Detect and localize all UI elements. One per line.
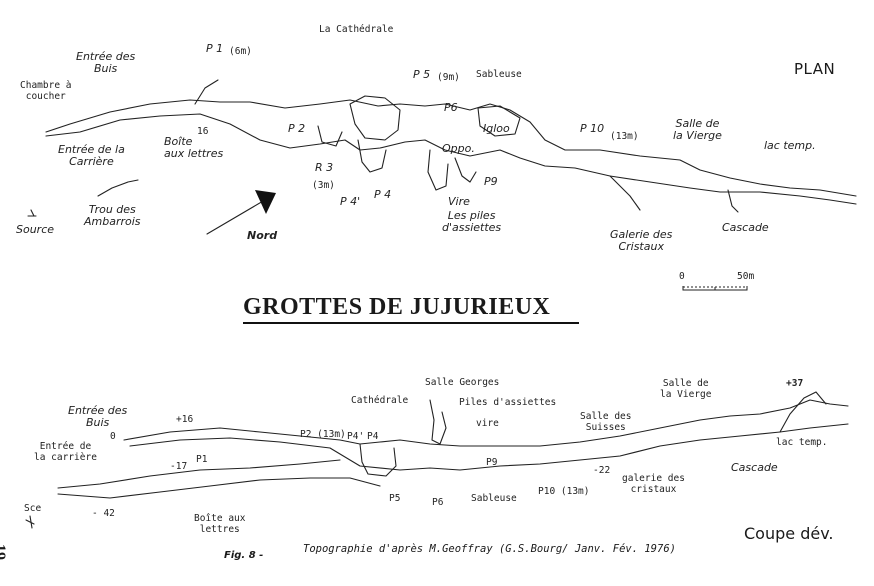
label-p2: P 2 xyxy=(288,122,306,135)
coupe-label-vire: vire xyxy=(476,418,499,429)
coupe-lower-gallery-top xyxy=(57,459,341,489)
label-chambre-a-coucher: Chambre à coucher xyxy=(20,80,72,102)
label-p6: P6 xyxy=(444,101,458,114)
coupe-label-plus16: +16 xyxy=(176,414,194,425)
coupe-chamber-cathedrale xyxy=(359,443,397,477)
coupe-label-boite-aux-lettres: Boîte aux lettres xyxy=(194,513,246,535)
coupe-label-p9: P9 xyxy=(486,457,498,468)
label-p1-depth: (6m) xyxy=(229,46,252,57)
coupe-upper-gallery-top xyxy=(123,399,849,447)
label-oppo: Oppo. xyxy=(442,142,475,155)
label-la-cathedrale: La Cathédrale xyxy=(319,24,394,35)
label-boite-aux-lettres: Boîte aux lettres xyxy=(164,135,224,160)
label-p9: P9 xyxy=(484,175,498,188)
label-depth-16: 16 xyxy=(197,126,209,137)
coupe-label-minus42: - 42 xyxy=(92,508,115,519)
label-r3: R 3 xyxy=(315,161,334,174)
coupe-label-minus22: -22 xyxy=(593,465,611,476)
label-p5: P 5 xyxy=(413,68,431,81)
coupe-label-cascade: Cascade xyxy=(731,461,778,474)
coupe-heading: Coupe dév. xyxy=(744,524,834,543)
label-p1: P 1 xyxy=(206,42,224,55)
label-p10: P 10 xyxy=(580,122,605,135)
north-arrow-head xyxy=(255,190,276,214)
label-nord: Nord xyxy=(247,229,278,242)
plan-passage-lower-wall xyxy=(45,113,857,205)
plan-passage-trou-ambarrois xyxy=(97,179,139,197)
coupe-label-salle-des-suisses: Salle des Suisses xyxy=(580,411,632,433)
plan-chamber-r3 xyxy=(317,125,343,147)
label-entree-des-buis: Entrée des Buis xyxy=(76,50,136,75)
label-les-piles-d-assiettes: Les piles d'assiettes xyxy=(442,209,502,234)
page-number: 19 xyxy=(0,544,8,560)
plan-chamber-p4 xyxy=(357,139,387,173)
label-p4-prime: P 4' xyxy=(340,195,361,208)
plan-source-mark xyxy=(27,209,37,217)
scale-label-start: 0 xyxy=(679,271,685,282)
label-source: Source xyxy=(16,223,55,236)
coupe-label-entree-des-buis: Entrée des Buis xyxy=(68,404,128,429)
label-igloo: Igloo xyxy=(483,122,510,135)
label-p5-depth: (9m) xyxy=(437,72,460,83)
coupe-label-piles-d-assiettes: Piles d'assiettes xyxy=(459,397,557,408)
label-p4: P 4 xyxy=(374,188,392,201)
figure-label: Fig. 8 - xyxy=(224,550,264,561)
label-vire: Vire xyxy=(448,195,470,208)
scale-label-end: 50m xyxy=(737,271,755,282)
coupe-label-p10: P10 (13m) xyxy=(538,486,590,497)
coupe-upper-gallery-bottom xyxy=(129,423,849,471)
coupe-label-plus37: +37 xyxy=(786,378,804,389)
coupe-chamber-georges xyxy=(429,399,447,445)
coupe-label-p4-prime: P4' xyxy=(347,431,365,442)
coupe-sce-mark xyxy=(25,515,35,529)
label-cascade: Cascade xyxy=(722,221,769,234)
coupe-label-p1: P1 xyxy=(196,454,208,465)
north-arrow-shaft xyxy=(206,196,271,235)
plan-branch-p1 xyxy=(194,79,219,105)
coupe-label-minus17: -17 xyxy=(170,461,188,472)
label-galerie-des-cristaux: Galerie des Cristaux xyxy=(610,228,673,253)
coupe-label-sce: Sce xyxy=(24,503,42,514)
coupe-label-galerie-des-cristaux: galerie des cristaux xyxy=(622,473,685,495)
coupe-chamber-vierge xyxy=(779,391,827,433)
coupe-label-cathedrale: Cathédrale xyxy=(351,395,409,406)
plan-chamber-igloo xyxy=(477,105,521,137)
label-lac-temp: lac temp. xyxy=(764,139,816,152)
plan-heading: PLAN xyxy=(794,60,836,78)
coupe-label-salle-georges: Salle Georges xyxy=(425,377,500,388)
label-p10-depth: (13m) xyxy=(610,131,639,142)
plan-chamber-piles xyxy=(454,157,477,183)
coupe-label-lac-temp: lac temp. xyxy=(776,437,828,448)
coupe-label-p4: P4 xyxy=(367,431,379,442)
coupe-lower-gallery-bottom xyxy=(57,477,381,499)
coupe-label-zero: 0 xyxy=(110,431,116,442)
plan-cascade-branch xyxy=(727,189,739,213)
coupe-label-p6: P6 xyxy=(432,497,444,508)
label-entree-de-la-carriere: Entrée de la Carrière xyxy=(58,143,125,168)
plan-passage-upper-wall xyxy=(45,99,857,197)
map-title: GROTTES DE JUJURIEUX xyxy=(243,294,551,320)
coupe-label-entree-de-la-carriere: Entrée de la carrière xyxy=(34,441,97,463)
plan-chamber-cathedrale xyxy=(349,95,401,141)
title-underline xyxy=(243,322,579,324)
plan-galerie-cristaux xyxy=(609,175,641,211)
label-trou-des-ambarrois: Trou des Ambarrois xyxy=(84,203,141,228)
coupe-label-salle-de-la-vierge: Salle de la Vierge xyxy=(660,378,712,400)
coupe-label-sableuse: Sableuse xyxy=(471,493,517,504)
label-salle-de-la-vierge: Salle de la Vierge xyxy=(673,117,722,142)
label-r3-depth: (3m) xyxy=(312,180,335,191)
label-sableuse: Sableuse xyxy=(476,69,522,80)
survey-credit: Topographie d'après M.Geoffray (G.S.Bour… xyxy=(303,543,676,555)
coupe-label-p5: P5 xyxy=(389,493,401,504)
coupe-label-p2: P2 (13m) xyxy=(300,429,346,440)
plan-chamber-oppo xyxy=(427,149,449,191)
plan-scale-bar xyxy=(682,286,748,291)
